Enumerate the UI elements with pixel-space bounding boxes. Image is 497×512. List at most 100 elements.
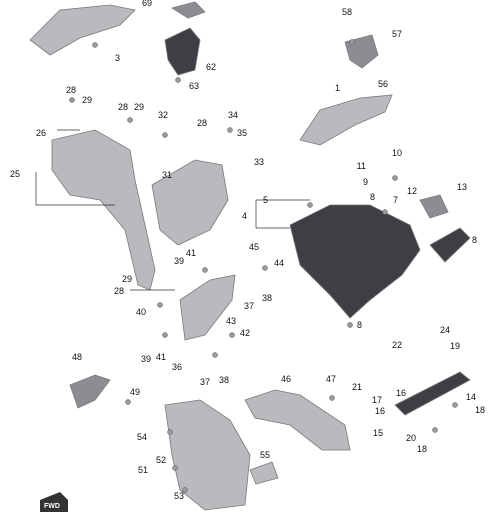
callout-29: 29 (82, 95, 92, 105)
fastener (125, 399, 131, 405)
callout-number: 17 (372, 395, 382, 405)
callout-number: 41 (156, 352, 166, 362)
callout-58: 58 (342, 7, 352, 17)
callout-number: 29 (134, 102, 144, 112)
callout-28: 28 (118, 102, 128, 112)
fastener (162, 332, 168, 338)
callout-number: 52 (156, 455, 166, 465)
callout-53: 53 (174, 491, 184, 501)
fastener (212, 352, 218, 358)
callout-number: 39 (141, 354, 151, 364)
fastener (347, 322, 353, 328)
fastener (182, 487, 188, 493)
callout-number: 45 (249, 242, 259, 252)
callout-18: 18 (417, 444, 427, 454)
callout-25: 25 (10, 169, 20, 179)
svg-text:FWD: FWD (44, 503, 60, 510)
callout-number: 28 (114, 286, 124, 296)
callout-49: 49 (130, 387, 140, 397)
fastener (307, 202, 313, 208)
fastener (167, 429, 173, 435)
callout-number: 39 (174, 256, 184, 266)
callout-number: 9 (363, 177, 368, 187)
part-25-side-panel (51, 129, 156, 291)
forward-direction-badge: FWD (40, 492, 68, 512)
callout-number: 42 (240, 328, 250, 338)
callout-22: 22 (392, 340, 402, 350)
callout-number: 16 (396, 388, 406, 398)
callout-number: 28 (118, 102, 128, 112)
callout-29: 29 (122, 274, 132, 284)
part-15-bar (394, 371, 471, 416)
callout-number: 21 (352, 382, 362, 392)
callout-20: 20 (406, 433, 416, 443)
callout-33: 33 (254, 157, 264, 167)
callout-29: 29 (134, 102, 144, 112)
fastener (382, 209, 388, 215)
callout-40: 40 (136, 307, 146, 317)
callout-35: 35 (237, 128, 247, 138)
callout-1: 1 (335, 83, 340, 93)
callout-number: 32 (158, 110, 168, 120)
callout-14: 14 (466, 392, 476, 402)
callout-number: 7 (393, 195, 398, 205)
fastener (175, 77, 181, 83)
callout-number: 4 (242, 211, 247, 221)
callout-9: 9 (363, 177, 368, 187)
callout-number: 29 (122, 274, 132, 284)
callout-number: 44 (274, 258, 284, 268)
callout-number: 36 (172, 362, 182, 372)
callout-number: 31 (162, 170, 172, 180)
callout-19: 19 (450, 341, 460, 351)
callout-number: 54 (137, 432, 147, 442)
fastener (229, 332, 235, 338)
callout-24: 24 (440, 325, 450, 335)
fastener (392, 175, 398, 181)
callout-number: 43 (226, 316, 236, 326)
callout-69: 69 (142, 0, 152, 8)
callout-39: 39 (141, 354, 151, 364)
callout-36: 36 (172, 362, 182, 372)
callout-62: 62 (206, 62, 216, 72)
part-top-clip (171, 1, 206, 19)
callout-12: 12 (407, 186, 417, 196)
callout-number: 48 (72, 352, 82, 362)
callout-number: 55 (260, 450, 270, 460)
callout-number: 56 (378, 79, 388, 89)
callout-16: 16 (396, 388, 406, 398)
callout-number: 69 (142, 0, 152, 8)
callout-5: 5 (263, 195, 268, 205)
callout-number: 49 (130, 387, 140, 397)
fastener (227, 127, 233, 133)
callout-number: 26 (36, 128, 46, 138)
callout-28: 28 (197, 118, 207, 128)
callout-number: 37 (244, 301, 254, 311)
callout-number: 35 (237, 128, 247, 138)
part-62-bracket (164, 27, 201, 76)
callout-number: 3 (115, 53, 120, 63)
fastener (162, 132, 168, 138)
callout-number: 22 (392, 340, 402, 350)
callout-number: 53 (174, 491, 184, 501)
part-12-bracket (419, 194, 449, 219)
callout-8: 8 (370, 192, 375, 202)
fastener (92, 42, 98, 48)
callout-number: 40 (136, 307, 146, 317)
callout-32: 32 (158, 110, 168, 120)
leader-line (255, 200, 290, 229)
callout-26: 26 (36, 128, 46, 138)
callout-28: 28 (114, 286, 124, 296)
fastener (329, 395, 335, 401)
callout-number: 25 (10, 169, 20, 179)
callout-number: 47 (326, 374, 336, 384)
callout-number: 57 (392, 29, 402, 39)
callout-11: 11 (357, 161, 366, 171)
fastener (452, 402, 458, 408)
part-48-bracket (69, 374, 111, 409)
callout-number: 13 (457, 182, 467, 192)
callout-28: 28 (66, 85, 76, 95)
callout-38: 38 (262, 293, 272, 303)
callout-number: 18 (475, 405, 485, 415)
callout-55: 55 (260, 450, 270, 460)
